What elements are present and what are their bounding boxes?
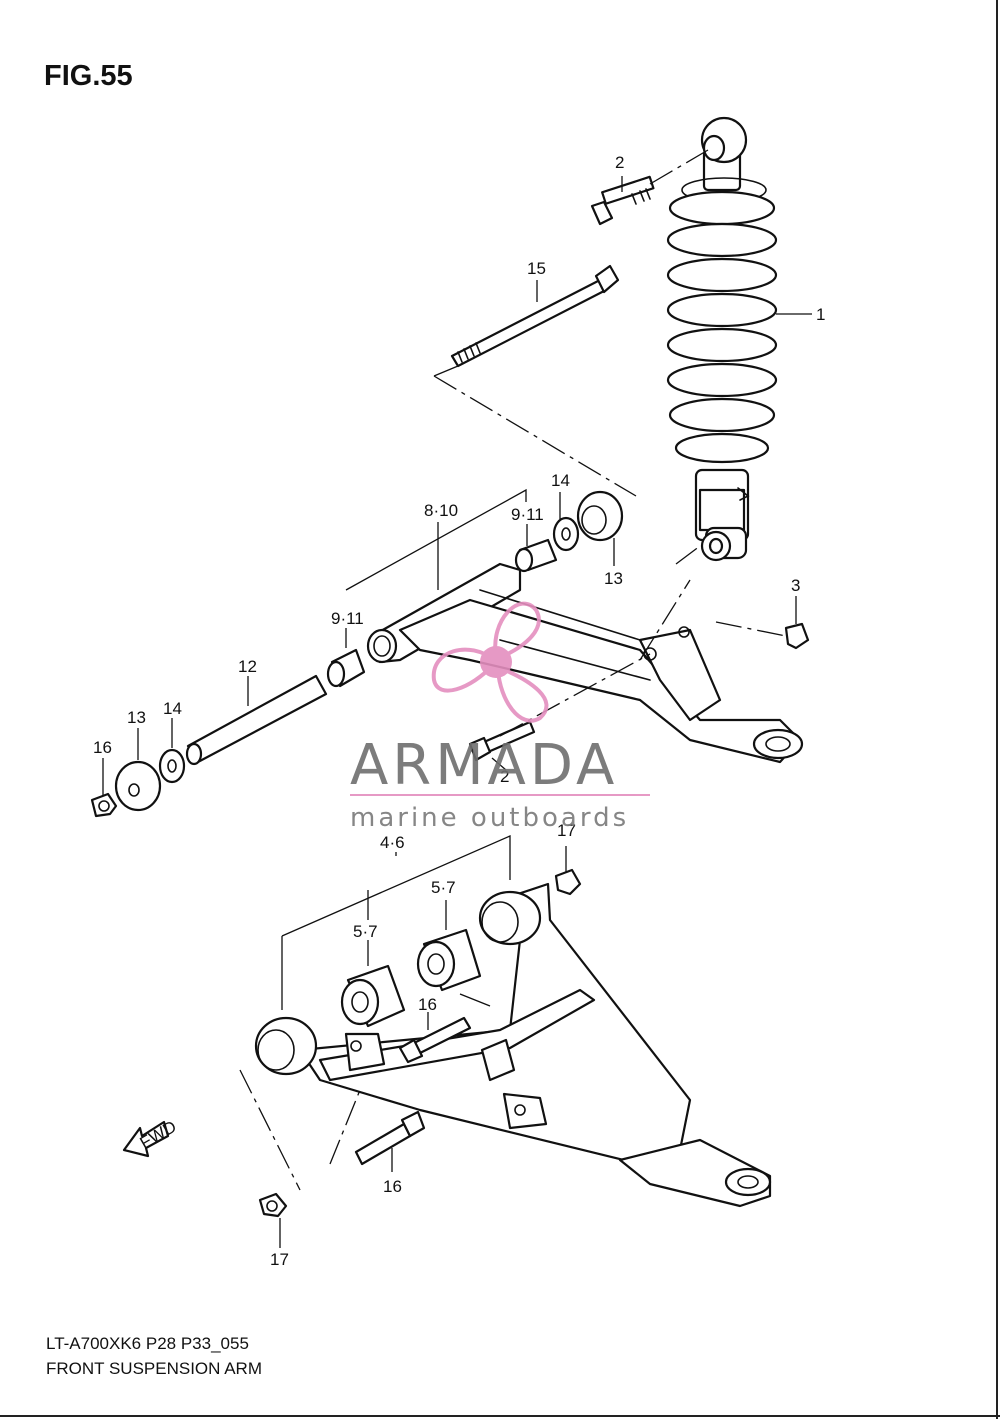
bolt-lower-rear[interactable] [354,1110,426,1166]
callout-5-7-rear: 5·7 [431,878,456,897]
upper-collar-left[interactable] [326,648,366,688]
watermark-tagline: marine outboards [350,803,629,833]
figure-title: FIG.55 [44,60,133,92]
upper-cap-left[interactable] [114,760,162,812]
upper-cap-right[interactable] [576,490,624,542]
watermark-rule [350,794,650,796]
callout-17-middle: 17 [557,821,576,840]
callout-14-left: 14 [163,699,182,718]
armada-watermark: ARMADA marine outboards [350,601,650,833]
upper-washer-left[interactable] [158,748,186,784]
bolt-lower-front[interactable] [398,1016,472,1064]
upper-collar-right[interactable] [514,538,558,573]
propeller-logo-icon [431,601,549,723]
lower-bushing-rear[interactable] [416,928,482,992]
callout-17-upper: 16 [93,738,112,757]
long-bolt[interactable] [450,264,620,368]
upper-washer-right[interactable] [552,516,580,552]
nut-lower-front[interactable] [258,1192,288,1218]
callout-12: 12 [238,657,257,676]
model-code: LT-A700XK6 P28 P33_055 [46,1334,249,1353]
callout-13-right: 13 [604,569,623,588]
pivot-sleeve[interactable] [185,674,328,766]
callout-16-upper: 16 [418,995,437,1014]
lower-bushing-front[interactable] [340,964,406,1028]
callout-5-7-front: 5·7 [353,922,378,941]
callout-15: 15 [527,259,546,278]
fwd-label: FWD [137,1117,180,1153]
callout-13-left: 13 [127,708,146,727]
callout-17-lower: 17 [270,1250,289,1269]
frame-border-bottom [0,1415,1000,1417]
upper-suspension-arm[interactable] [366,562,804,764]
shock-absorber[interactable] [666,116,778,562]
callout-2-top: 2 [615,153,624,172]
callout-8-10: 8·10 [424,501,458,520]
nut-upper-left[interactable] [90,792,118,818]
callout-3: 3 [791,576,800,595]
callout-14-right: 14 [551,471,570,490]
lower-suspension-arm[interactable] [254,882,772,1208]
fwd-direction-badge: FWD [122,1117,180,1158]
diagram-title: FRONT SUSPENSION ARM [46,1359,262,1378]
frame-border-right [996,0,998,1419]
callout-numbers: 2 1 15 3 8·10 9·11 14 13 9·11 12 13 14 1… [93,153,825,1269]
callout-1: 1 [816,305,825,324]
watermark-brand: ARMADA [350,733,618,798]
callout-2-middle: 2 [500,767,509,786]
nut-lower-rear[interactable] [554,868,582,896]
bolt-top[interactable] [590,175,655,226]
callout-9-11-right: 9·11 [511,505,544,524]
callout-16-lower: 16 [383,1177,402,1196]
leader-lines [102,149,812,1248]
nut-shock-lower[interactable] [784,622,810,650]
callout-9-11-left: 9·11 [331,609,364,628]
callout-4-6: 4·6 [380,833,405,852]
